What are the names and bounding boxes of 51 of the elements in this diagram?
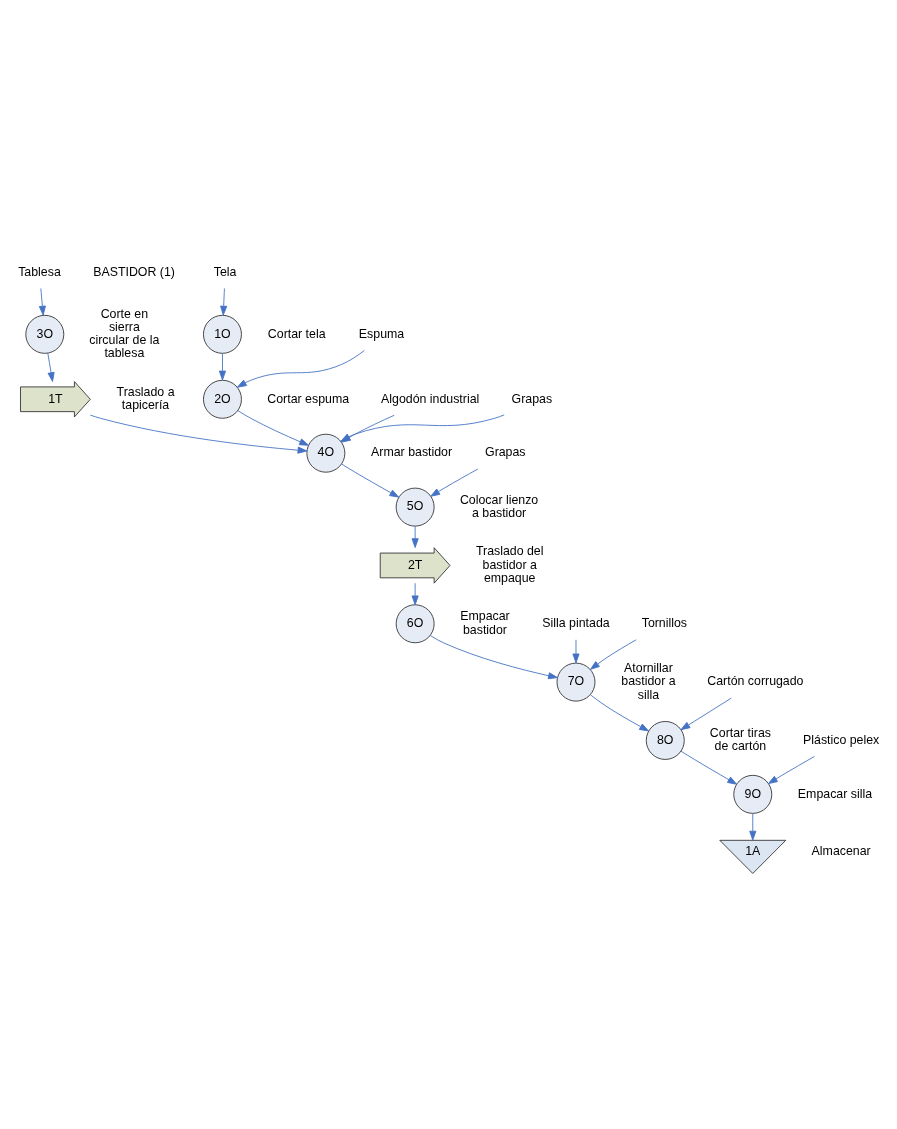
arrow — [430, 468, 479, 497]
node-label: Armar bastidor — [371, 444, 453, 459]
arrow — [572, 638, 580, 663]
node-circle: 8O — [645, 720, 685, 760]
arrow — [237, 409, 309, 446]
node-label: Atornillar bastidor a silla — [621, 660, 676, 702]
node-label: Corte en sierra circular de la tablesa — [89, 306, 160, 360]
arrow — [38, 287, 46, 315]
arrow — [768, 755, 815, 784]
node-text: Silla pintada — [542, 615, 610, 630]
node-text: Tablesa — [18, 264, 61, 279]
arrow — [749, 812, 757, 840]
node-circle: 1O — [203, 314, 242, 354]
node-label: Cortar tiras de cartón — [709, 725, 771, 753]
node-label: Cortar tela — [267, 326, 326, 341]
node-label: Traslado a tapicería — [116, 384, 175, 412]
arrow — [429, 634, 558, 679]
arrow — [590, 638, 637, 670]
arrow — [411, 582, 419, 605]
node-label: Traslado del bastidor a empaque — [475, 543, 544, 585]
arrow — [47, 352, 55, 382]
label: BASTIDOR (1) — [93, 264, 175, 279]
node-text: Algodón industrial — [381, 391, 480, 406]
node-circle: 9O — [733, 774, 773, 814]
node-circle: 5O — [395, 487, 435, 527]
node-circle: 4O — [306, 433, 346, 473]
arrow — [218, 352, 226, 380]
arrow — [220, 287, 228, 315]
node-text: Grapas — [485, 444, 526, 459]
node-text: Grapas — [511, 391, 553, 406]
arrow — [89, 414, 308, 454]
node-label: Almacenar — [811, 843, 871, 858]
node-text: Plástico pelex — [803, 732, 880, 747]
arrow — [411, 525, 419, 548]
node-label: Colocar lienzo a bastidor — [459, 492, 539, 520]
node-text: Cartón corrugado — [707, 673, 804, 688]
node-text: Tela — [213, 264, 237, 279]
node-circle: 2O — [203, 379, 242, 419]
arrow — [341, 463, 400, 498]
node-circle: 7O — [556, 662, 596, 702]
node-text: Espuma — [358, 326, 405, 341]
arrow — [590, 693, 649, 731]
node-circle: 6O — [395, 603, 435, 643]
node-text: Tornillos — [641, 615, 688, 630]
arrow — [237, 349, 365, 388]
arrow — [680, 750, 738, 785]
node-circle: 3O — [25, 314, 65, 354]
node-label: Empacar bastidor — [460, 608, 510, 637]
arrow — [680, 697, 732, 730]
node-label: Cortar espuma — [267, 391, 350, 406]
node-label: Empacar silla — [797, 786, 873, 801]
